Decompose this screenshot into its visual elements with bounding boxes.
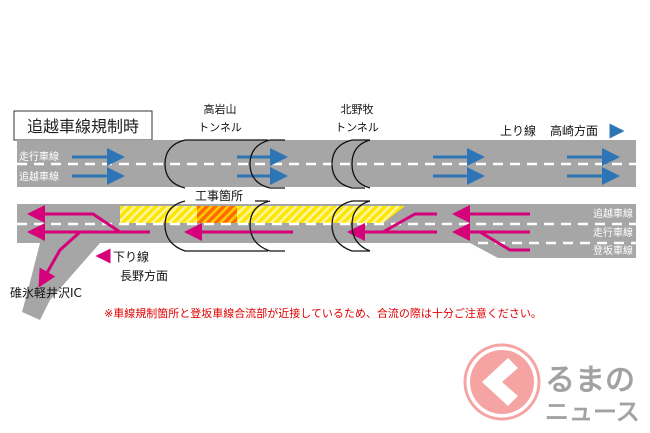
restricted-lane-hatch: [120, 206, 405, 223]
title: 追越車線規制時: [27, 117, 139, 136]
tunnel-kitanomaki: [331, 139, 371, 252]
title-box: 追越車線規制時: [13, 110, 153, 141]
up-direction-destination: 高崎方面: [550, 123, 598, 138]
up-lane-label: 追越車線: [19, 170, 59, 183]
interchange-label: 碓氷軽井沢IC: [10, 285, 82, 300]
arrow-exit-icon: [38, 230, 82, 288]
construction-label: 工事箇所: [195, 189, 243, 203]
down-lane-label: 追越車線: [593, 207, 633, 220]
climbing-lane: [470, 243, 636, 258]
up-lane-label: 走行車線: [19, 150, 59, 163]
down-road: 追越車線 走行車線 登坂車線: [17, 204, 636, 320]
merge-line: [382, 212, 437, 234]
merge-line: [479, 230, 530, 252]
logo-text: ニュース: [545, 398, 640, 426]
up-arrows: [72, 148, 620, 185]
down-lane-label: 登坂車線: [593, 244, 633, 257]
off-ramp: [22, 243, 100, 320]
down-direction-label: 下り線: [113, 249, 149, 264]
tunnel-name: 高岩山: [204, 102, 237, 116]
down-direction-destination: 長野方面: [120, 268, 168, 283]
logo-text: るまの: [545, 363, 635, 398]
down-lane-label: 走行車線: [593, 226, 633, 239]
arrow-left-icon: [27, 205, 150, 234]
tunnel-name: トンネル: [198, 121, 242, 134]
caution-note: ※車線規制箇所と登坂車線合流部が近接しているため、合流の際は十分ご注意ください。: [104, 306, 542, 320]
up-direction-label: 上り線: [500, 123, 536, 138]
down-arrows: [27, 205, 530, 288]
construction-hatch: [197, 206, 237, 223]
tunnel-name: 北野牧: [341, 102, 374, 116]
tunnel-name: トンネル: [335, 121, 379, 134]
up-road: 走行車線 追越車線: [17, 140, 636, 187]
kurumanews-logo: るまの ニュース: [463, 343, 640, 426]
